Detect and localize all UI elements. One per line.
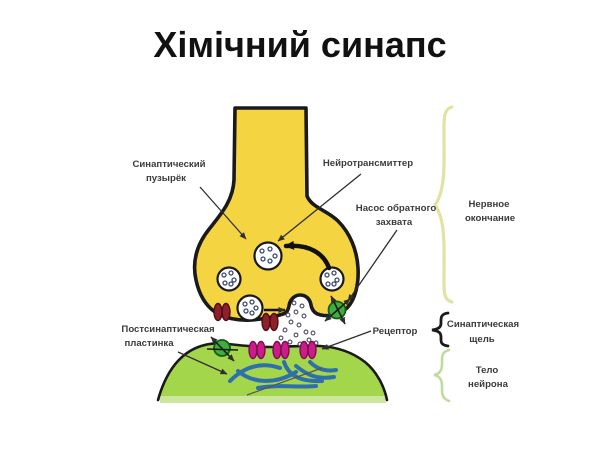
page-title: Хімічний синапс [153, 24, 447, 65]
arrow-reuptake-pump [347, 229, 398, 302]
presynaptic-receptors [213, 302, 279, 332]
axon-terminal [192, 106, 360, 322]
label-synaptic-vesicle: Синаптический [132, 159, 205, 170]
label-nerve-ending: Нервное [468, 199, 509, 210]
label-receptor: Рецептор [373, 326, 418, 337]
arrow-receptor [321, 330, 372, 350]
label-synaptic-cleft: щель [469, 334, 495, 345]
postsynaptic-receptor [272, 340, 290, 360]
presynaptic-receptor [261, 312, 279, 332]
label-postsynaptic-plate: Постсинаптическая [121, 324, 214, 335]
synaptic-vesicle [319, 266, 345, 292]
reuptake-pump [324, 295, 351, 325]
synaptic-vesicles [216, 241, 345, 322]
postsynaptic-receptor [248, 340, 266, 360]
label-synaptic-cleft: Синаптическая [447, 319, 519, 330]
recycling-arrow [283, 240, 332, 271]
synaptic-vesicle [253, 241, 283, 271]
arrow-postsynaptic-plate [177, 351, 228, 375]
presynaptic-receptor [213, 302, 231, 322]
synaptic-vesicle [236, 294, 264, 322]
label-nerve-ending: окончание [465, 213, 515, 224]
label-reuptake-pump: захвата [376, 217, 413, 228]
label-neuron-body: Тело [476, 365, 499, 376]
arrow-synaptic-vesicle [199, 186, 247, 240]
arrow-neurotransmitter [277, 173, 362, 242]
brace-neuron-body [433, 348, 451, 403]
postsynaptic-cell-bottom-strip [160, 396, 386, 403]
label-arrows [177, 173, 398, 375]
label-synaptic-vesicle: пузырёк [146, 173, 186, 184]
postsynaptic-transporter [206, 336, 239, 362]
postsynaptic-receptors [248, 340, 317, 360]
synaptic-vesicle [216, 266, 242, 292]
brace-nerve-ending [433, 105, 454, 304]
label-neurotransmitter: Нейротрансмиттер [323, 158, 413, 169]
label-neuron-body: нейрона [468, 379, 509, 390]
label-reuptake-pump: Насос обратного [356, 203, 437, 214]
brace-synaptic-cleft [431, 311, 450, 348]
annotation-line [246, 367, 323, 396]
postsynaptic-cell-outline [156, 341, 389, 402]
postsynaptic-receptor [299, 340, 317, 360]
label-postsynaptic-plate: пластинка [124, 338, 174, 349]
